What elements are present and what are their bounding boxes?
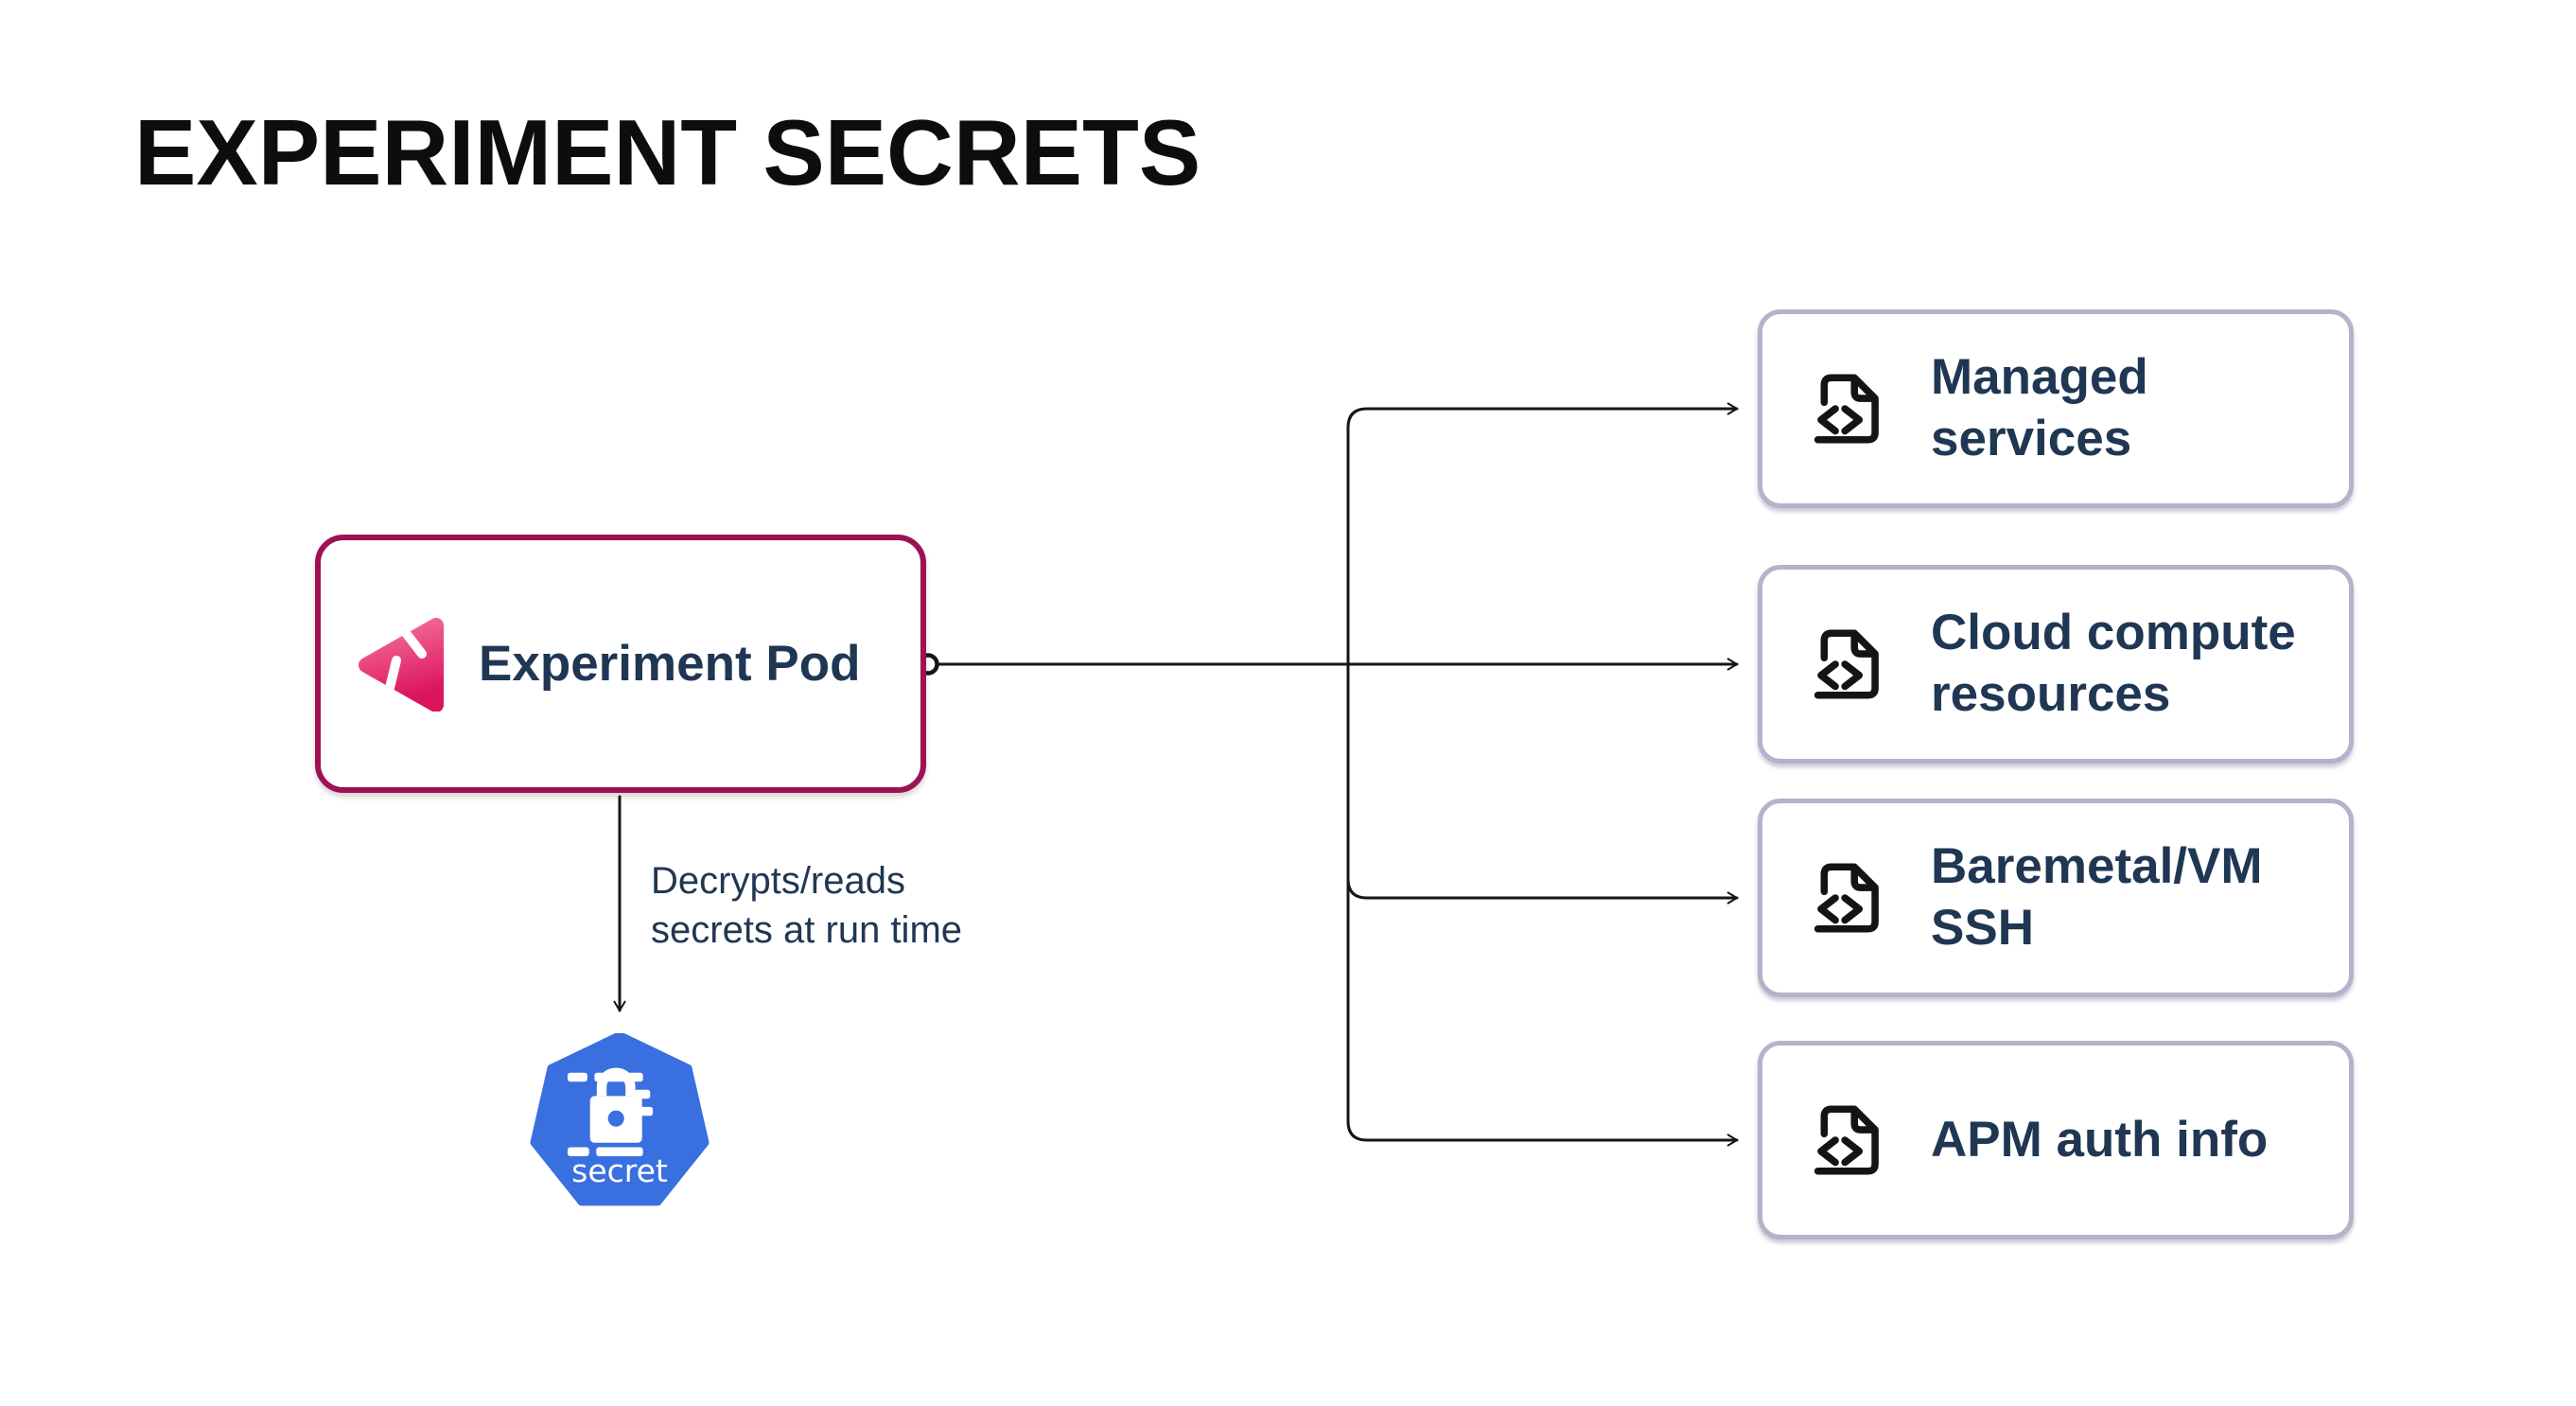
target-node-apm-auth-info: APM auth info bbox=[1758, 1041, 2354, 1239]
litmus-logo-icon bbox=[359, 617, 444, 712]
edge-annotation: Decrypts/reads secrets at run time bbox=[651, 860, 963, 951]
target-label: Managed services bbox=[1931, 349, 2148, 466]
target-label: Cloud compute resources bbox=[1931, 605, 2296, 722]
target-label: APM auth info bbox=[1931, 1111, 2269, 1168]
target-node-managed-services: Managed services bbox=[1758, 309, 2354, 508]
file-code-icon bbox=[1814, 1105, 1879, 1175]
k8s-secret-icon bbox=[530, 1033, 710, 1206]
k8s-secret-label: secret bbox=[571, 1152, 668, 1189]
page-title: EXPERIMENT SECRETS bbox=[134, 100, 1201, 204]
experiment-pod-label: Experiment Pod bbox=[479, 636, 861, 692]
file-code-icon bbox=[1814, 374, 1879, 444]
k8s-secret-node: secret bbox=[528, 1033, 711, 1209]
file-code-icon bbox=[1814, 629, 1879, 699]
target-node-cloud-compute: Cloud compute resources bbox=[1758, 565, 2354, 764]
file-code-icon bbox=[1814, 863, 1879, 933]
target-label: Baremetal/VM SSH bbox=[1931, 838, 2263, 956]
target-node-baremetal-vm-ssh: Baremetal/VM SSH bbox=[1758, 799, 2354, 997]
experiment-pod-node: Experiment Pod bbox=[315, 535, 926, 793]
